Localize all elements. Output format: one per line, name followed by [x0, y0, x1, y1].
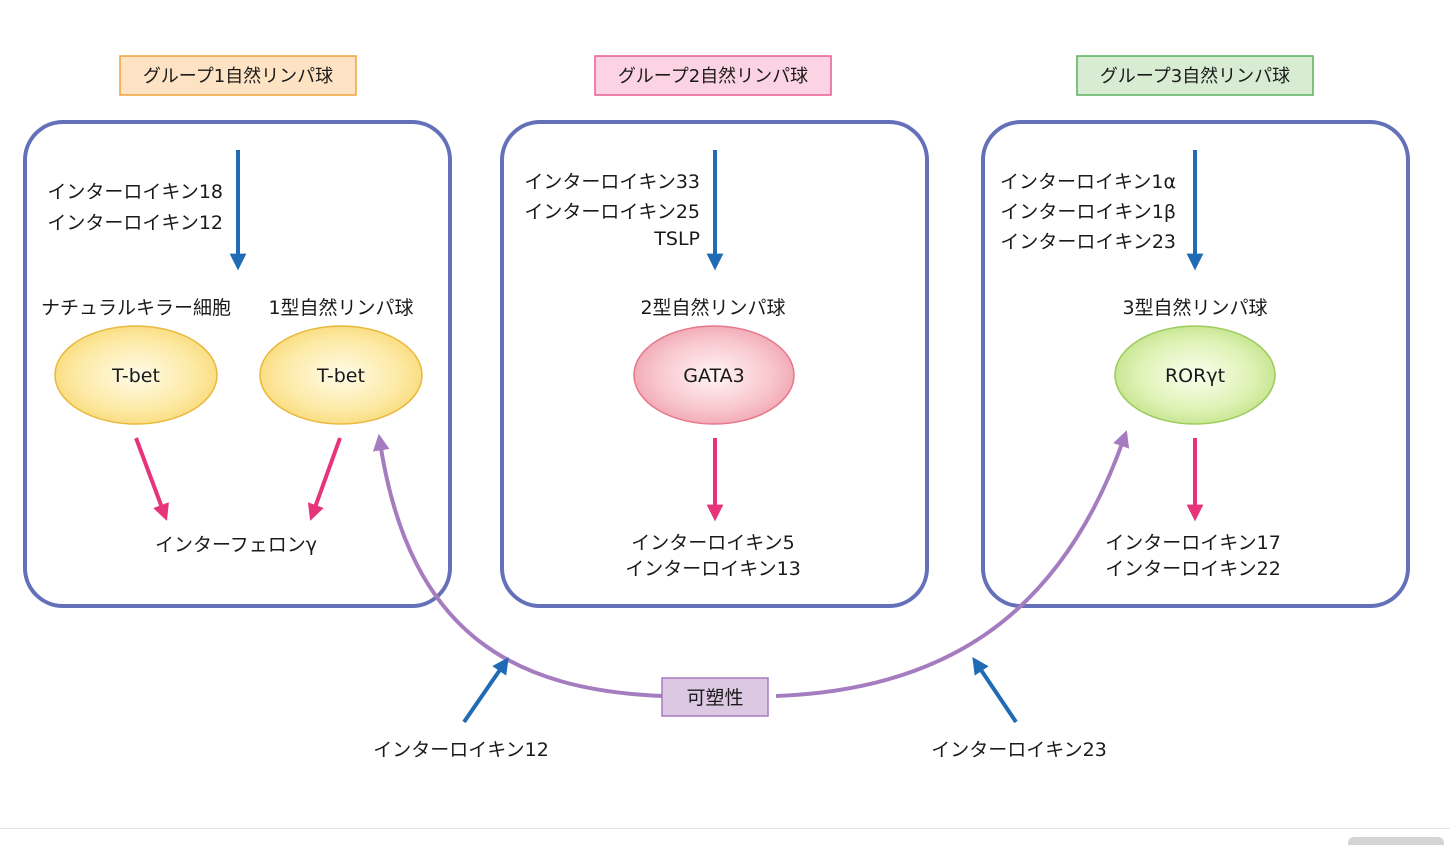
- ilc1-cell: [259, 325, 423, 425]
- group1-box: [23, 120, 452, 608]
- ilc2-factor: GATA3: [683, 365, 744, 387]
- plasticity-input-arrow-left: [462, 657, 509, 724]
- plasticity-input-left: インターロイキン12: [373, 739, 549, 761]
- nk-cell-factor: T-bet: [111, 365, 160, 387]
- ilc1-label: 1型自然リンパ球: [268, 297, 413, 319]
- group3-input-1: インターロイキン1α: [1000, 171, 1176, 193]
- group3-input-2: インターロイキン1β: [1000, 201, 1176, 223]
- group2-box: [500, 120, 929, 608]
- plasticity-input-arrow-right: [972, 657, 1018, 724]
- group3-box: [981, 120, 1410, 608]
- group2-header-box: [594, 55, 832, 96]
- group3-output-2: インターロイキン22: [1105, 558, 1281, 580]
- ilc3-factor: RORγt: [1165, 365, 1225, 387]
- scroll-tab[interactable]: [1348, 837, 1444, 845]
- ilc1-factor: T-bet: [316, 365, 365, 387]
- group2-input-2: インターロイキン25: [524, 201, 700, 223]
- group1-input-2: インターロイキン12: [47, 212, 223, 234]
- group2-input-1: インターロイキン33: [524, 171, 700, 193]
- ilc2-cell: [633, 325, 795, 425]
- group3-output-1: インターロイキン17: [1105, 532, 1281, 554]
- bottom-divider: [0, 828, 1450, 829]
- group1-header: グループ1自然リンパ球: [143, 66, 333, 87]
- ilc1-output-arrow: [307, 437, 342, 521]
- plasticity-box: [661, 677, 769, 717]
- plasticity-label: 可塑性: [686, 687, 743, 709]
- plasticity-arrow-right: [775, 430, 1130, 698]
- group2-output-2: インターロイキン13: [625, 558, 801, 580]
- group3-input-3: インターロイキン23: [1000, 231, 1176, 253]
- group3-header: グループ3自然リンパ球: [1100, 66, 1290, 87]
- group2: グループ2自然リンパ球 インターロイキン33 インターロイキン25 TSLP 2…: [500, 55, 929, 608]
- nk-output-arrow: [134, 437, 169, 521]
- group2-input-3: TSLP: [653, 228, 700, 250]
- group3-header-box: [1076, 55, 1314, 96]
- ilc2-label: 2型自然リンパ球: [640, 297, 785, 319]
- group3: グループ3自然リンパ球 インターロイキン1α インターロイキン1β インターロイ…: [981, 55, 1410, 608]
- ilc3-cell: [1114, 325, 1276, 425]
- group1: グループ1自然リンパ球 インターロイキン18 インターロイキン12 ナチュラルキ…: [23, 55, 452, 608]
- group1-input-1: インターロイキン18: [47, 181, 223, 203]
- plasticity-arrow-left: [372, 433, 663, 698]
- plasticity: 可塑性 インターロイキン12 インターロイキン23: [372, 430, 1130, 761]
- ilc3-label: 3型自然リンパ球: [1122, 297, 1267, 319]
- group1-output-1: インターフェロンγ: [155, 534, 317, 556]
- group2-output-1: インターロイキン5: [631, 532, 795, 554]
- nk-cell-label: ナチュラルキラー細胞: [41, 297, 231, 319]
- plasticity-input-right: インターロイキン23: [931, 739, 1107, 761]
- group2-header: グループ2自然リンパ球: [618, 66, 808, 87]
- nk-cell: [54, 325, 218, 425]
- group1-header-box: [119, 55, 357, 96]
